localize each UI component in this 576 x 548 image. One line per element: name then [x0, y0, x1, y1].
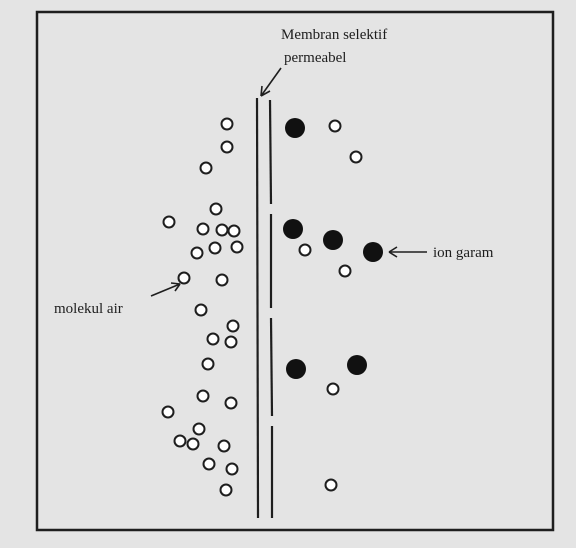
- water-molecule: [219, 483, 233, 497]
- salt-ion: [285, 118, 305, 138]
- membrane-line-left: [255, 97, 260, 519]
- water-molecule: [192, 422, 206, 436]
- water-molecule: [227, 224, 241, 238]
- water-molecule: [206, 332, 220, 346]
- water-molecule: [224, 335, 238, 349]
- ion-arrowhead: [388, 246, 398, 258]
- salt-ion: [363, 242, 383, 262]
- membrane-label: Membran selektif: [281, 27, 387, 43]
- water-molecule: [161, 405, 175, 419]
- water-molecule: [220, 140, 234, 154]
- membrane-label-line2: permeabel: [284, 50, 346, 66]
- water-molecule: [194, 303, 208, 317]
- water-molecule: [220, 117, 234, 131]
- salt-ions: [283, 118, 383, 379]
- salt-ion: [283, 219, 303, 239]
- water-molecule: [208, 241, 222, 255]
- water-molecule: [199, 161, 213, 175]
- water-molecule: [162, 215, 176, 229]
- water-molecule: [225, 462, 239, 476]
- water-pointer-arrow: [150, 283, 181, 297]
- annotation-arrows: [150, 67, 427, 297]
- membrane-line-right: [268, 99, 274, 518]
- membrane-pointer-arrow: [260, 67, 282, 97]
- membrane-arrowhead: [260, 85, 271, 97]
- water-molecule: [324, 478, 338, 492]
- diagram-frame: [35, 10, 555, 532]
- water-molecule: [215, 273, 229, 287]
- water-molecule-label: molekul air: [54, 301, 123, 317]
- salt-ion-label: ion garam: [433, 245, 494, 261]
- water-molecule: [217, 439, 231, 453]
- water-molecule: [177, 271, 191, 285]
- water-molecule: [226, 319, 240, 333]
- water-molecule: [173, 434, 187, 448]
- water-molecule: [230, 240, 244, 254]
- water-molecule: [190, 246, 204, 260]
- water-molecule: [338, 264, 352, 278]
- semipermeable-membrane: [255, 97, 274, 519]
- water-molecule: [349, 150, 363, 164]
- water-arrowhead: [170, 282, 181, 292]
- water-molecule: [328, 119, 342, 133]
- water-molecule: [201, 357, 215, 371]
- water-molecules: [161, 117, 363, 497]
- water-molecule: [196, 222, 210, 236]
- salt-ion: [347, 355, 367, 375]
- water-molecule: [224, 396, 238, 410]
- water-molecule: [326, 382, 340, 396]
- salt-ion: [286, 359, 306, 379]
- water-molecule: [215, 223, 229, 237]
- water-molecule: [209, 202, 223, 216]
- water-molecule: [186, 437, 200, 451]
- water-molecule: [196, 389, 210, 403]
- water-molecule: [202, 457, 216, 471]
- salt-ion: [323, 230, 343, 250]
- water-molecule: [298, 243, 312, 257]
